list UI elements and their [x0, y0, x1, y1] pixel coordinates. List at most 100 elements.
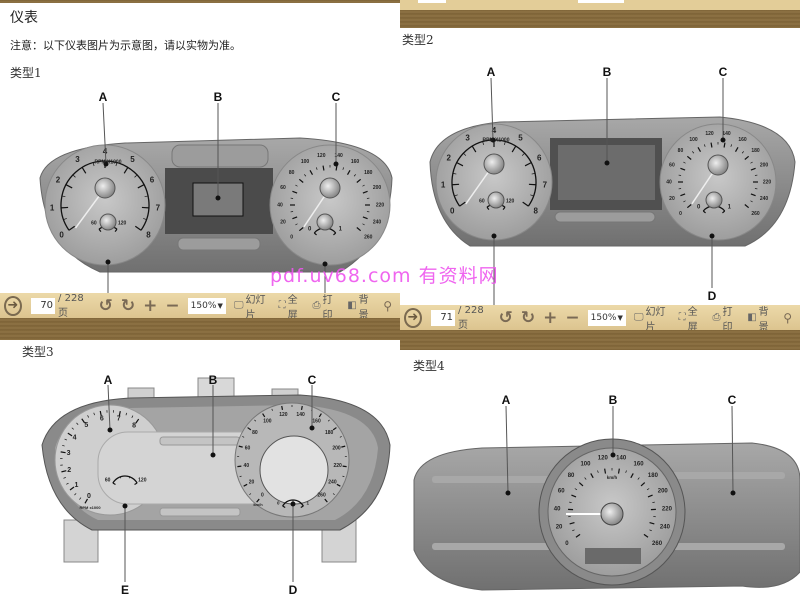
pdf-toolbar: ➜ 70 / 228页 ↺ ↻ + − 150%▼ 🖵幻灯片 ⛶全屏 ⎙打印 ◧…: [0, 291, 400, 321]
gauge-label: 60: [558, 488, 565, 494]
gauge-tick: [332, 493, 335, 496]
gauge-label: 200: [760, 163, 769, 169]
rotate-left-icon[interactable]: ↺: [498, 307, 513, 328]
next-page-button[interactable]: ➜: [404, 307, 422, 328]
search-icon[interactable]: ⚲: [383, 298, 392, 313]
gauge-tick: [356, 227, 362, 232]
gauge-label: 0: [87, 493, 91, 500]
gauge-label: 1: [728, 205, 732, 211]
gauge-tick: [521, 153, 525, 156]
zoom-select-partial[interactable]: [578, 0, 624, 3]
callout-d: D: [289, 583, 298, 597]
zoom-select[interactable]: 150%▼: [587, 309, 626, 326]
gauge-hub-icon: [707, 154, 729, 176]
search-icon[interactable]: ⚲: [783, 310, 792, 325]
gauge-tick: [282, 505, 286, 509]
gauge-tick: [118, 410, 121, 417]
gauge-tick: [61, 470, 67, 473]
viewer-frame: [0, 0, 400, 3]
page-title: 仪表: [10, 10, 38, 26]
gauge-tick: [243, 483, 248, 487]
rotate-right-icon[interactable]: ↻: [520, 307, 536, 328]
zoom-in-icon[interactable]: +: [143, 295, 158, 316]
callout-b: B: [209, 373, 218, 387]
gauge-label: 0: [261, 493, 264, 499]
slideshow-label: 幻灯片: [245, 294, 266, 321]
gauge-tick: [530, 194, 534, 197]
gauge-label: 220: [376, 202, 385, 208]
gauge-tick: [68, 225, 76, 231]
toolbar-partial: [400, 0, 800, 10]
gauge-tick: [524, 162, 532, 167]
gauge-tick: [63, 218, 67, 220]
slideshow-label: 幻灯片: [645, 306, 666, 333]
gauge-tick: [239, 475, 242, 478]
gauge-label: 1: [339, 227, 343, 233]
gauge-label: 0: [697, 205, 701, 211]
gauge-label: 240: [760, 196, 769, 202]
gauge-label: 140: [296, 412, 305, 418]
page-input-partial[interactable]: [418, 0, 446, 3]
fullscreen-icon: ⛶: [678, 312, 686, 323]
gauge-tick: [649, 529, 652, 532]
slideshow-button[interactable]: 🖵幻灯片: [234, 291, 270, 321]
rotate-left-icon[interactable]: ↺: [98, 295, 113, 316]
background-icon: ◧: [347, 300, 357, 311]
fullscreen-label: 全屏: [287, 294, 298, 321]
callout-e: E: [121, 583, 129, 597]
gauge-label: 60: [479, 198, 485, 204]
speed-unit-label: km/h: [607, 475, 618, 480]
gauge-label: 180: [364, 170, 373, 176]
gauge-label: 6: [100, 416, 104, 423]
rotate-right-icon[interactable]: ↻: [120, 295, 136, 316]
background-button[interactable]: ◧背景: [747, 303, 774, 333]
background-button[interactable]: ◧背景: [347, 291, 374, 321]
type3-heading: 类型3: [22, 345, 54, 359]
zoom-in-icon[interactable]: +: [543, 307, 558, 328]
gauge-tick: [119, 476, 122, 479]
gauge-label: 0: [565, 541, 569, 547]
print-button[interactable]: ⎙打印: [712, 303, 738, 333]
fullscreen-button[interactable]: ⛶全屏: [679, 303, 704, 333]
print-button[interactable]: ⎙打印: [312, 291, 338, 321]
gauge-hub-icon: [705, 191, 723, 209]
gauge-tick: [571, 494, 577, 498]
gauge-tick: [81, 167, 87, 174]
gauge-tick: [98, 228, 102, 232]
zoom-select[interactable]: 150%▼: [187, 297, 226, 314]
gauge-tick: [262, 413, 266, 418]
gauge-tick: [69, 486, 75, 491]
gauge-tick: [135, 418, 140, 424]
gauge-tick: [569, 501, 572, 503]
zoom-out-icon[interactable]: −: [565, 307, 580, 328]
gauge-tick: [575, 533, 581, 538]
gauge-tick: [734, 147, 739, 152]
gauge-tick: [281, 405, 284, 411]
gauge-hub-icon: [94, 177, 116, 199]
fullscreen-button[interactable]: ⛶全屏: [279, 291, 304, 321]
gauge-label: 40: [554, 506, 561, 512]
gauge-tick: [67, 432, 73, 437]
zoom-out-icon[interactable]: −: [165, 295, 180, 316]
next-page-button[interactable]: ➜: [4, 295, 22, 316]
callout-a: A: [104, 373, 113, 387]
gauge-tick: [336, 483, 341, 487]
page-number-input[interactable]: 71: [430, 309, 456, 326]
slideshow-button[interactable]: 🖵幻灯片: [634, 303, 670, 333]
gauge-label: 20: [280, 219, 286, 225]
gauge-tick: [342, 167, 345, 170]
gauge-label: 80: [678, 148, 684, 154]
gauge-tick: [723, 142, 726, 148]
gauge-tick: [356, 178, 362, 183]
page-number-input[interactable]: 70: [30, 297, 56, 314]
gauge-label: 3: [67, 450, 71, 457]
gauge-tick: [62, 444, 65, 447]
gauge-tick: [112, 482, 116, 486]
gauge-label: 5: [130, 155, 135, 164]
gauge-tick: [730, 144, 733, 147]
